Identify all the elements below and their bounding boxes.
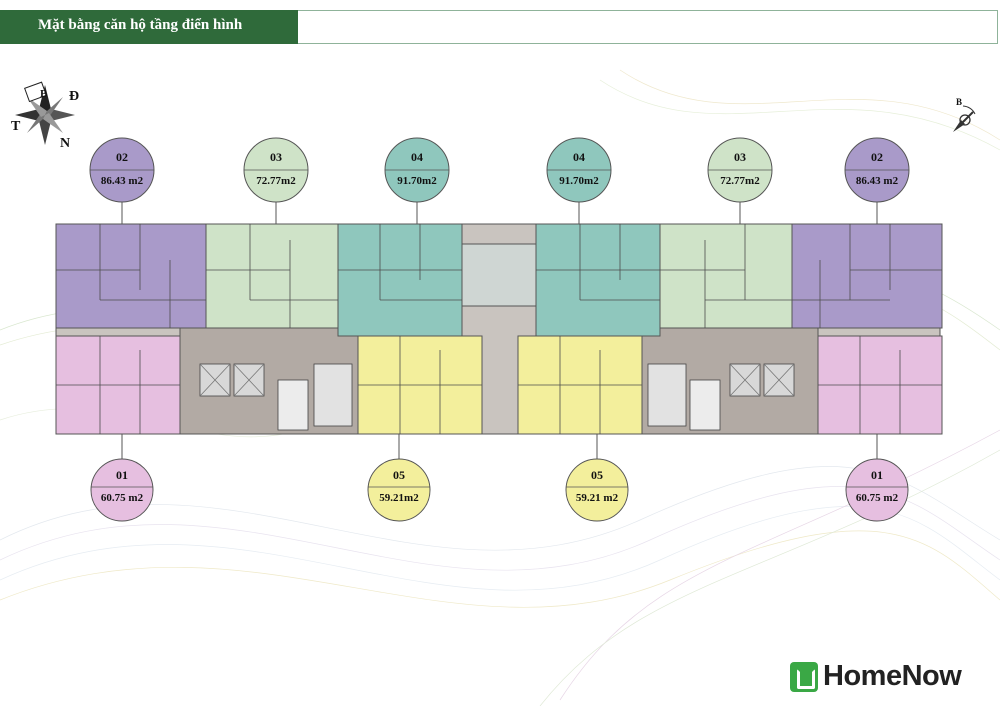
unit-label-05-bottom-left: 05 59.21m2 bbox=[367, 458, 431, 522]
unit-code: 05 bbox=[393, 468, 405, 482]
unit-code: 03 bbox=[734, 150, 746, 164]
block-02-right bbox=[791, 223, 943, 329]
unit-code: 04 bbox=[411, 150, 423, 164]
unit-area: 72.77m2 bbox=[256, 175, 296, 187]
compass-north-label: B bbox=[40, 88, 48, 100]
unit-label-01-bottom-right: 01 60.75 m2 bbox=[845, 458, 909, 522]
block-04-right bbox=[535, 223, 661, 337]
compass-west-label: T bbox=[11, 119, 21, 134]
unit-code: 01 bbox=[871, 468, 883, 482]
unit-area: 86.43 m2 bbox=[856, 175, 899, 187]
unit-code: 03 bbox=[270, 150, 282, 164]
unit-label-01-bottom-left: 01 60.75 m2 bbox=[90, 458, 154, 522]
homenow-logo-text: HomeNow bbox=[823, 660, 962, 692]
unit-label-02-top-right: 02 86.43 m2 bbox=[844, 137, 910, 203]
compass-rose-right bbox=[953, 105, 976, 132]
unit-area: 60.75 m2 bbox=[101, 492, 144, 504]
unit-area: 91.70m2 bbox=[559, 175, 599, 187]
unit-code: 02 bbox=[116, 150, 128, 164]
unit-code: 01 bbox=[116, 468, 128, 482]
compass-south-label: N bbox=[60, 136, 70, 151]
interior-walls bbox=[56, 224, 942, 434]
block-02-left bbox=[55, 223, 207, 329]
block-03-left bbox=[205, 223, 339, 329]
unit-area: 86.43 m2 bbox=[101, 175, 144, 187]
elevator-stair-core bbox=[199, 363, 795, 431]
unit-area: 72.77m2 bbox=[720, 175, 760, 187]
unit-code: 05 bbox=[591, 468, 603, 482]
label-leaders bbox=[121, 202, 878, 460]
unit-label-02-top-left: 02 86.43 m2 bbox=[89, 137, 155, 203]
header-rule bbox=[298, 10, 998, 44]
unit-label-05-bottom-right: 05 59.21 m2 bbox=[565, 458, 629, 522]
block-03-right bbox=[659, 223, 793, 329]
unit-label-04-top-right: 04 91.70m2 bbox=[546, 137, 612, 203]
block-04-left bbox=[337, 223, 463, 337]
unit-area: 59.21 m2 bbox=[576, 492, 619, 504]
homenow-logo-icon bbox=[790, 662, 818, 692]
unit-label-03-top-right: 03 72.77m2 bbox=[707, 137, 773, 203]
unit-code: 02 bbox=[871, 150, 883, 164]
unit-area: 59.21m2 bbox=[379, 492, 419, 504]
unit-area: 60.75 m2 bbox=[856, 492, 899, 504]
homenow-logo: HomeNow bbox=[790, 660, 990, 696]
header-bar bbox=[0, 10, 298, 44]
compass-rose-left bbox=[15, 81, 75, 145]
page-title: Mặt bằng căn hộ tầng điển hình bbox=[38, 17, 243, 33]
unit-code: 04 bbox=[573, 150, 585, 164]
compass-right-north-label: B bbox=[956, 97, 962, 107]
unit-label-04-top-left: 04 91.70m2 bbox=[384, 137, 450, 203]
compass-east-label: Đ bbox=[69, 89, 79, 104]
unit-label-03-top-left: 03 72.77m2 bbox=[243, 137, 309, 203]
unit-area: 91.70m2 bbox=[397, 175, 437, 187]
